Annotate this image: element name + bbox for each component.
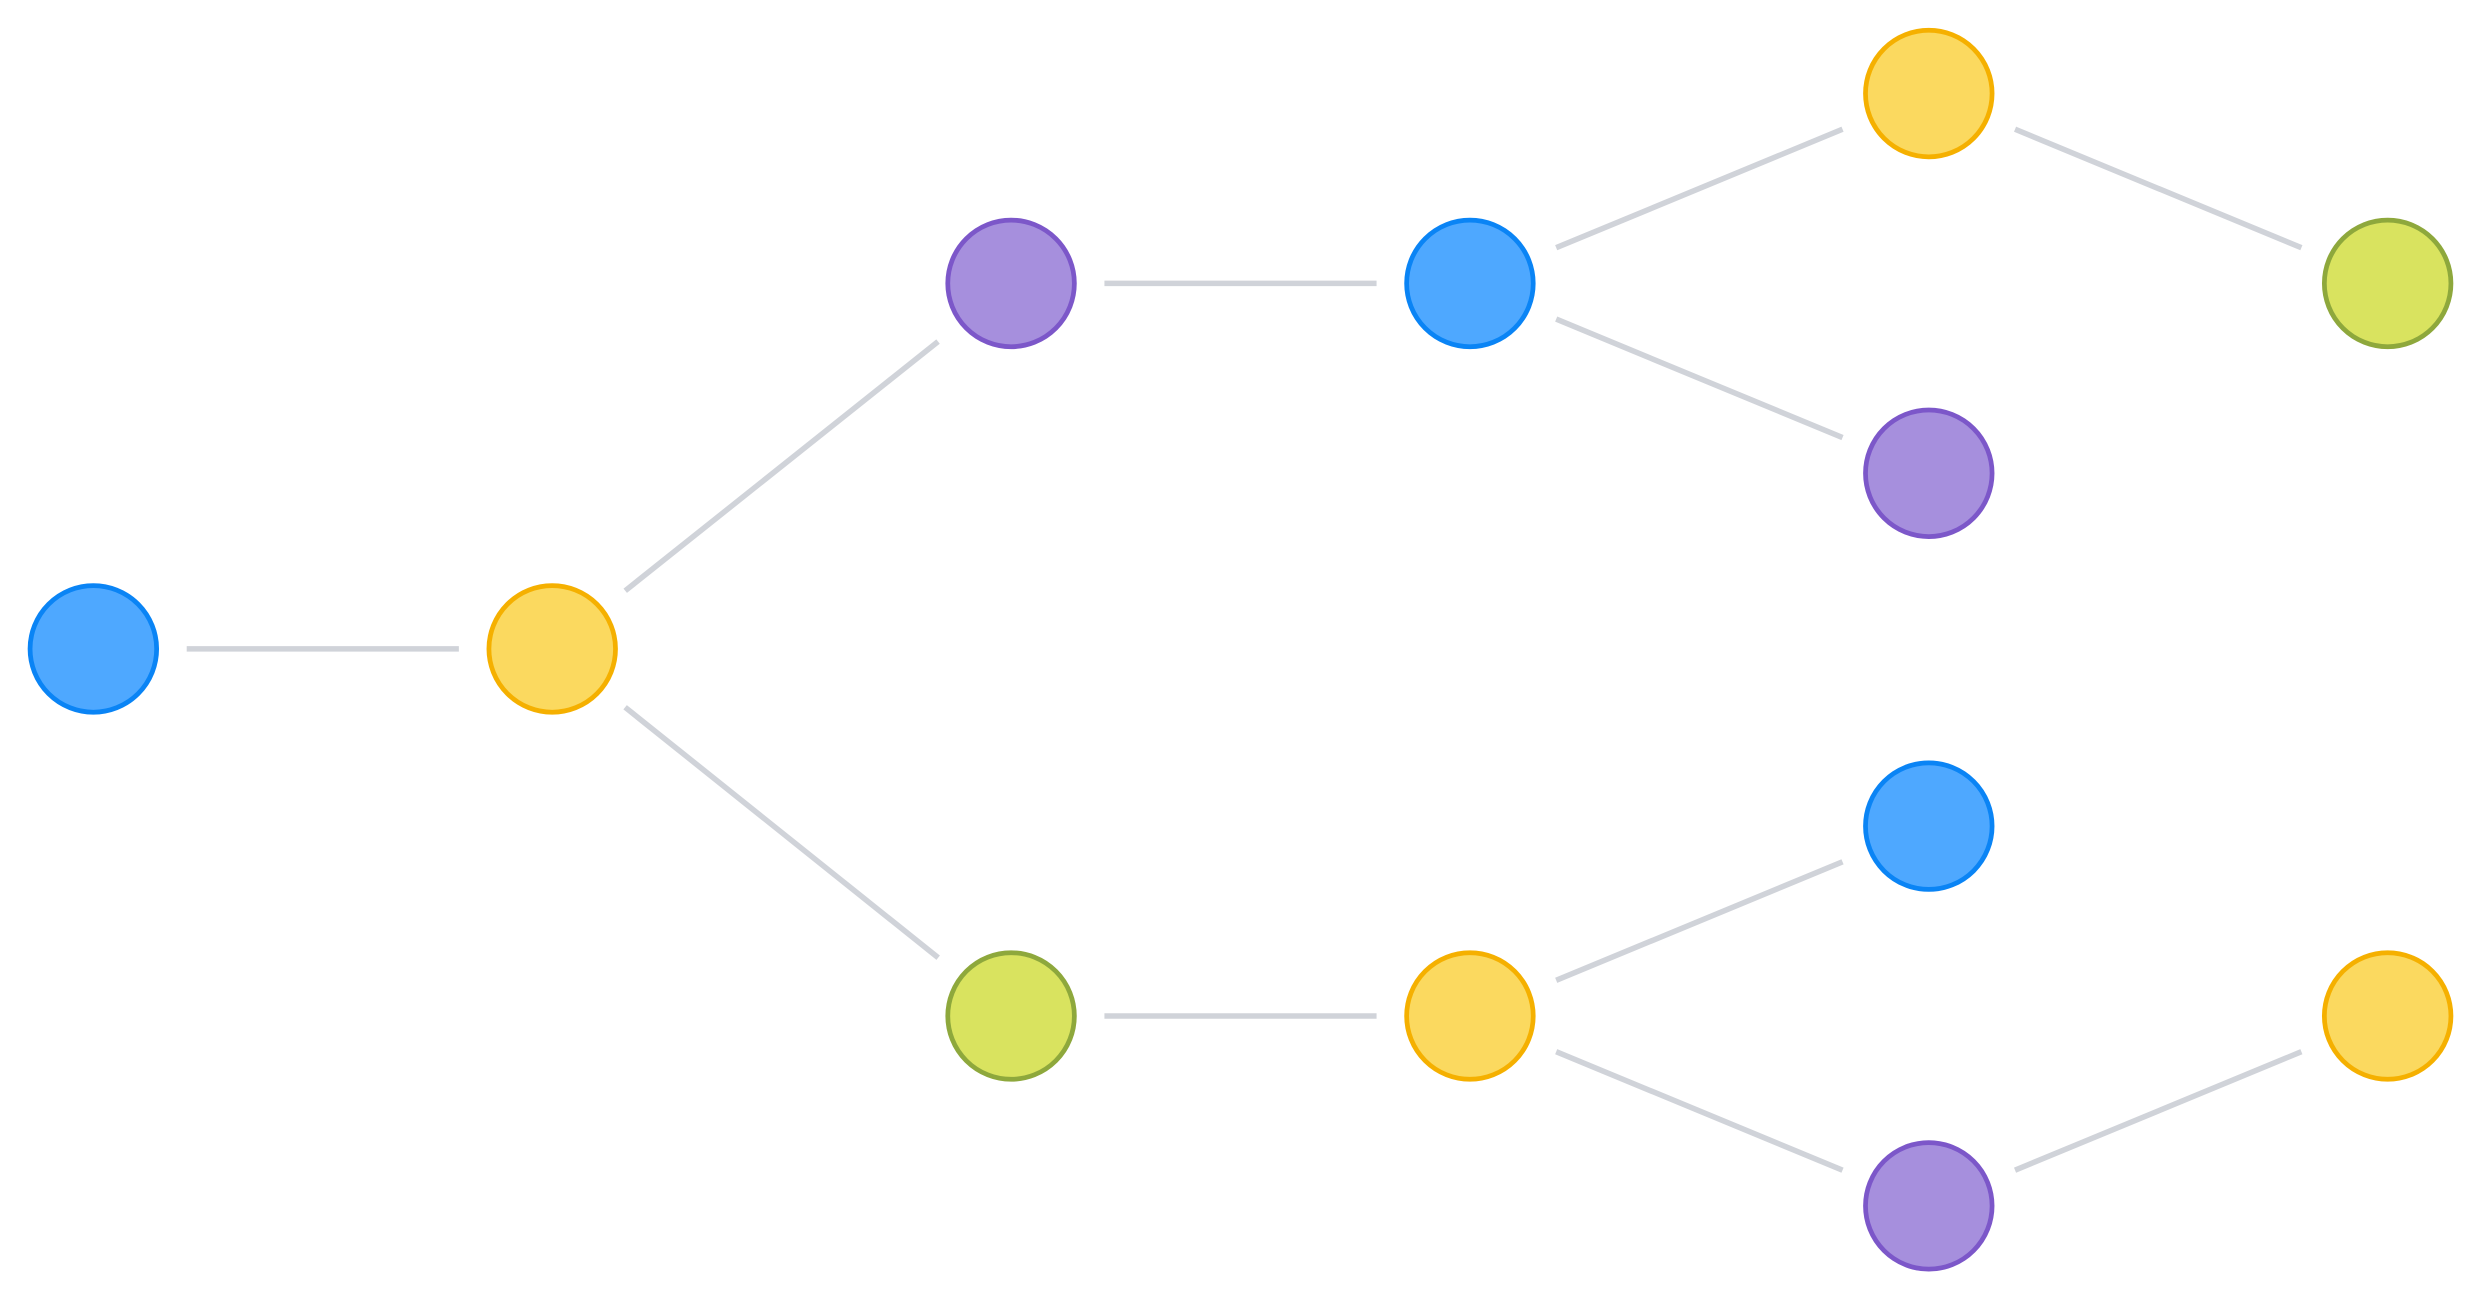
node-n7-yellow[interactable]	[1863, 27, 1995, 160]
edge-n7-n9	[2013, 126, 2303, 251]
node-n5-blue[interactable]	[1404, 217, 1536, 350]
node-n11-purple[interactable]	[1863, 1140, 1995, 1272]
node-n3-purple[interactable]	[945, 217, 1077, 350]
edge-n11-n12	[2013, 1049, 2303, 1173]
node-n8-purple[interactable]	[1863, 407, 1995, 539]
nodes	[27, 27, 2454, 1272]
edge-n6-n10	[1555, 859, 1844, 983]
node-n9-green[interactable]	[2321, 217, 2454, 350]
node-n1-blue[interactable]	[27, 583, 160, 715]
edge-n6-n11	[1555, 1049, 1844, 1173]
node-n10-blue[interactable]	[1863, 760, 1995, 892]
node-n4-green[interactable]	[945, 950, 1077, 1082]
edge-n2-n4	[623, 705, 940, 960]
edge-n2-n3	[623, 339, 940, 593]
edges	[186, 126, 2303, 1173]
node-n6-yellow[interactable]	[1404, 950, 1536, 1082]
node-n12-yellow[interactable]	[2321, 950, 2454, 1082]
edge-n5-n8	[1555, 316, 1844, 441]
edge-n5-n7	[1555, 126, 1844, 251]
node-n2-yellow[interactable]	[486, 583, 618, 715]
